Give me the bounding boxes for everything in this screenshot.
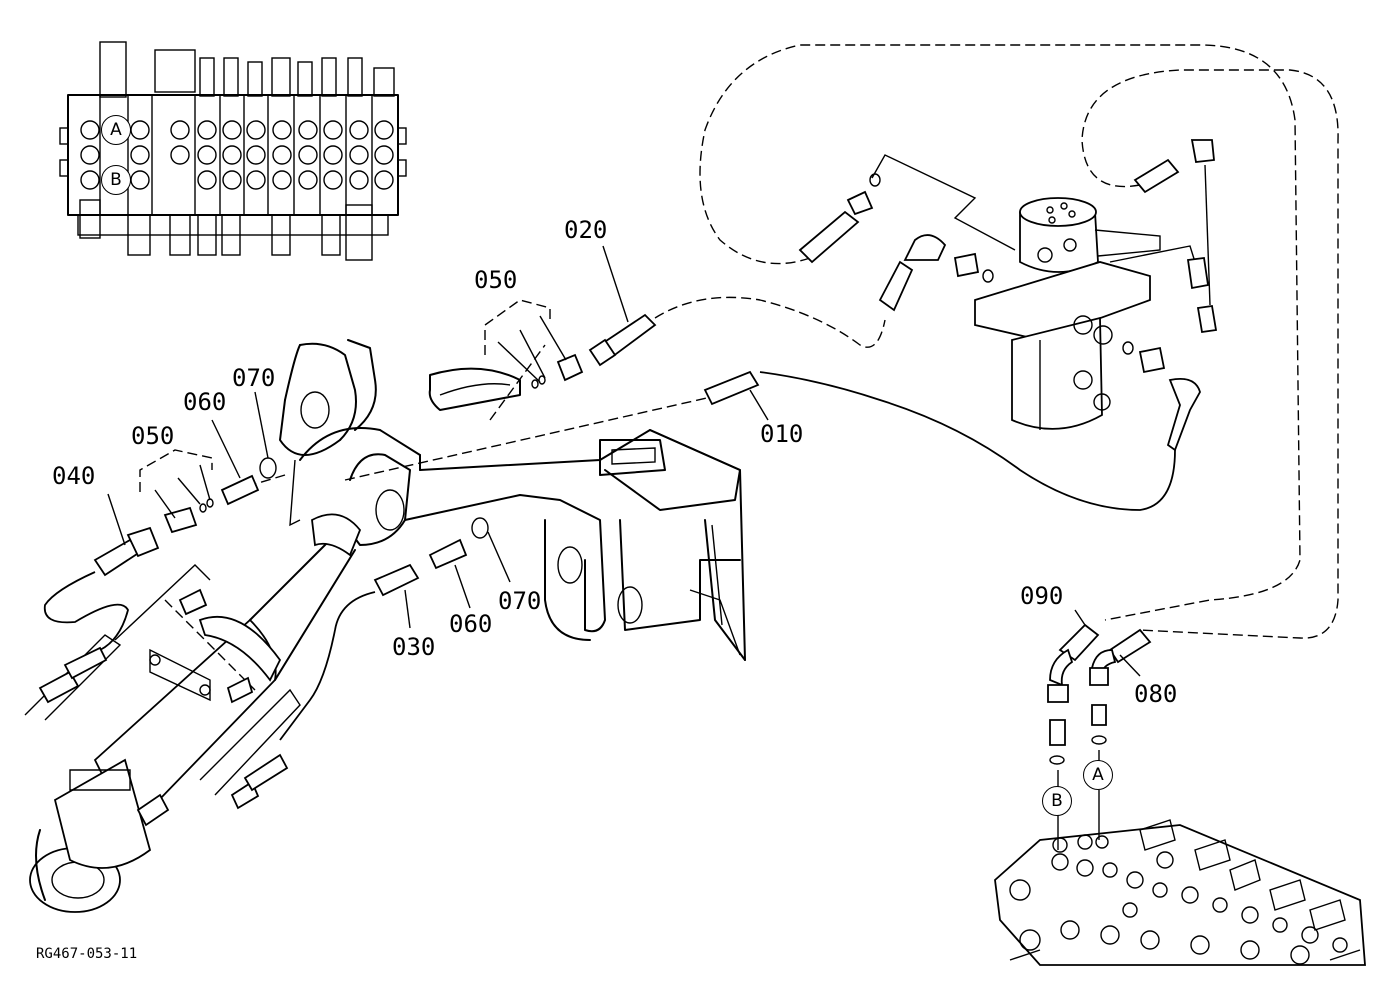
control-valve-block	[994, 819, 1366, 966]
valve-port-marker-b: B	[1042, 786, 1072, 816]
swivel-leader	[871, 154, 1016, 251]
swivel-leader-right	[1109, 245, 1196, 263]
callout-leaders	[107, 245, 1141, 850]
part-label-070-center: 070	[498, 587, 542, 615]
hoses	[43, 44, 1339, 741]
part-label-040: 040	[52, 462, 96, 490]
part-label-030: 030	[392, 633, 436, 661]
part-label-050-lower: 050	[131, 422, 175, 450]
guide-lines	[234, 344, 721, 527]
part-label-090: 090	[1020, 582, 1064, 610]
part-label-080: 080	[1134, 680, 1178, 708]
part-label-070-left: 070	[232, 364, 276, 392]
hydraulic-cylinder	[29, 513, 362, 913]
drawing-code: RG467-053-11	[36, 946, 138, 962]
part-label-010: 010	[760, 420, 804, 448]
inset-port-marker-a: A	[101, 115, 131, 145]
inset-control-valve	[59, 41, 407, 261]
valve-port-marker-a: A	[1083, 760, 1113, 790]
boom-frame	[279, 339, 746, 661]
swivel-joint	[974, 197, 1161, 430]
part-label-060-center: 060	[449, 610, 493, 638]
part-label-050-upper: 050	[474, 266, 518, 294]
inset-port-marker-b: B	[101, 165, 131, 195]
part-label-020: 020	[564, 216, 608, 244]
part-label-060-left: 060	[183, 388, 227, 416]
fittings	[38, 139, 1218, 827]
